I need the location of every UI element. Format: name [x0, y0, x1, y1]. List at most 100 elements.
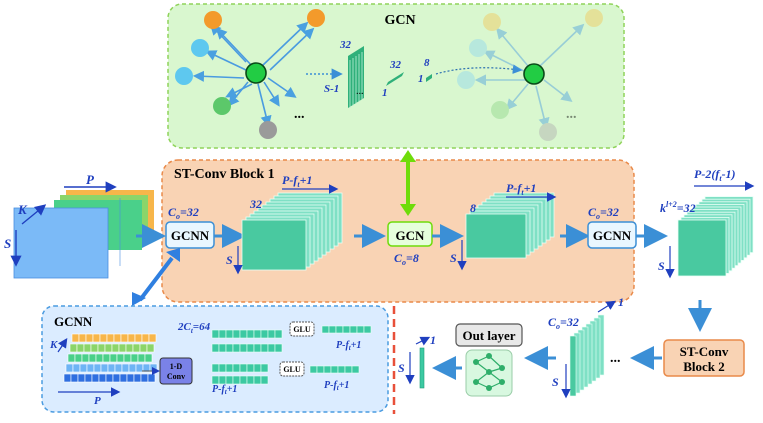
- glu-out-cell: [309, 365, 318, 374]
- glu-box-1: [289, 321, 315, 337]
- input-cell: [126, 373, 135, 383]
- feature-stack-3: [677, 196, 754, 277]
- input-cell: [93, 363, 102, 373]
- glu-out-cell: [351, 365, 360, 374]
- conv-cell: [225, 329, 234, 339]
- conv-1d-line2: Conv: [167, 372, 185, 381]
- conv-cell: [225, 363, 234, 373]
- conv-cell: [211, 329, 220, 339]
- detail-pf-2: P-ft+1: [324, 380, 349, 392]
- out-one-arrow: [597, 300, 617, 313]
- glu-out-cell: [328, 325, 337, 334]
- glu-out-cell: [356, 325, 365, 334]
- input-cell: [109, 353, 118, 363]
- input-cell: [106, 333, 115, 343]
- final-output: [419, 347, 425, 389]
- input-cell: [123, 353, 132, 363]
- conv-cell: [246, 343, 255, 353]
- node: [307, 9, 325, 27]
- conv-cell: [260, 329, 269, 339]
- label-p: P: [86, 172, 95, 187]
- input-cell: [91, 373, 100, 383]
- input-cell: [69, 343, 78, 353]
- slab-dots: ...: [356, 86, 364, 97]
- conv-cell: [246, 329, 255, 339]
- stack1-s: S: [226, 253, 233, 267]
- detail-k-arrow: [57, 338, 68, 353]
- out-one: 1: [618, 295, 624, 309]
- input-cell: [72, 363, 81, 373]
- st-block-2-line1: ST-Conv: [680, 344, 729, 359]
- gcnn-detail-title: GCNN: [54, 314, 93, 329]
- node: [175, 67, 193, 85]
- input-cell: [76, 343, 85, 353]
- input-cell: [83, 343, 92, 353]
- st-block-2-line2: Block 2: [683, 359, 725, 374]
- out-s: S: [552, 375, 559, 389]
- input-cell: [114, 363, 123, 373]
- input-cell: [79, 363, 88, 373]
- gcnn-box-1-label: GCNN: [171, 228, 210, 243]
- conv-cell: [232, 375, 241, 385]
- input-cell: [127, 333, 136, 343]
- conv-1d-line1: 1-D: [170, 362, 183, 371]
- glu-out-cell: [321, 325, 330, 334]
- node: [259, 121, 277, 139]
- label-s: S: [4, 236, 11, 251]
- input-cell: [88, 353, 97, 363]
- conv-cell: [260, 375, 269, 385]
- output-stack: [569, 314, 605, 397]
- conv-cell: [211, 343, 220, 353]
- input-cell: [144, 353, 153, 363]
- glu-label-1: GLU: [293, 325, 311, 334]
- glu-label-2: GLU: [283, 365, 301, 374]
- input-cell: [121, 363, 130, 373]
- dim-1b: 1: [418, 73, 424, 85]
- conv-cell: [232, 343, 241, 353]
- blue-double-arrow: [132, 248, 180, 306]
- final-one-arrow: [415, 336, 431, 346]
- input-cell: [128, 363, 137, 373]
- input-cell: [134, 333, 143, 343]
- input-cell: [118, 343, 127, 353]
- final-s: S: [398, 361, 405, 375]
- input-cell: [95, 353, 104, 363]
- input-cell: [100, 363, 109, 373]
- gcn-box-label: GCN: [396, 228, 426, 243]
- detail-pf-1: P-ft+1: [336, 340, 361, 352]
- graph-left: ...: [175, 9, 325, 139]
- node: [213, 97, 231, 115]
- stack2-s: S: [450, 251, 457, 265]
- node: [204, 11, 222, 29]
- dim-s1: S-1: [324, 83, 339, 95]
- out-co: Co=32: [548, 315, 579, 331]
- input-cell: [107, 363, 116, 373]
- stack3-top: P-2(ft-1): [694, 167, 736, 183]
- conv-cell: [267, 343, 276, 353]
- conv-cell: [239, 329, 248, 339]
- detail-p: P: [94, 395, 101, 407]
- conv-output-bars: [211, 325, 372, 385]
- feature-stack-2: [465, 192, 555, 259]
- graph-dots: ...: [294, 107, 305, 122]
- conv-cell: [260, 343, 269, 353]
- conv-cell: [253, 375, 262, 385]
- label-k: K: [17, 202, 28, 217]
- glu-out-cell: [330, 365, 339, 374]
- conv-cell: [232, 329, 241, 339]
- glu-out-cell: [363, 325, 372, 334]
- glu-out-cell: [342, 325, 351, 334]
- input-cell: [67, 353, 76, 363]
- input-cell: [113, 333, 122, 343]
- input-cell: [105, 373, 114, 383]
- glu-out-cell: [316, 365, 325, 374]
- out-dots: ...: [610, 351, 621, 366]
- out-layer-slab: [569, 335, 577, 397]
- conv-cell: [246, 363, 255, 373]
- slab-small: [426, 74, 432, 82]
- input-stack: [13, 190, 154, 279]
- graph-right: ...: [457, 9, 603, 141]
- input-cell: [98, 373, 107, 383]
- conv-cell: [218, 329, 227, 339]
- center-node-right: [523, 63, 545, 85]
